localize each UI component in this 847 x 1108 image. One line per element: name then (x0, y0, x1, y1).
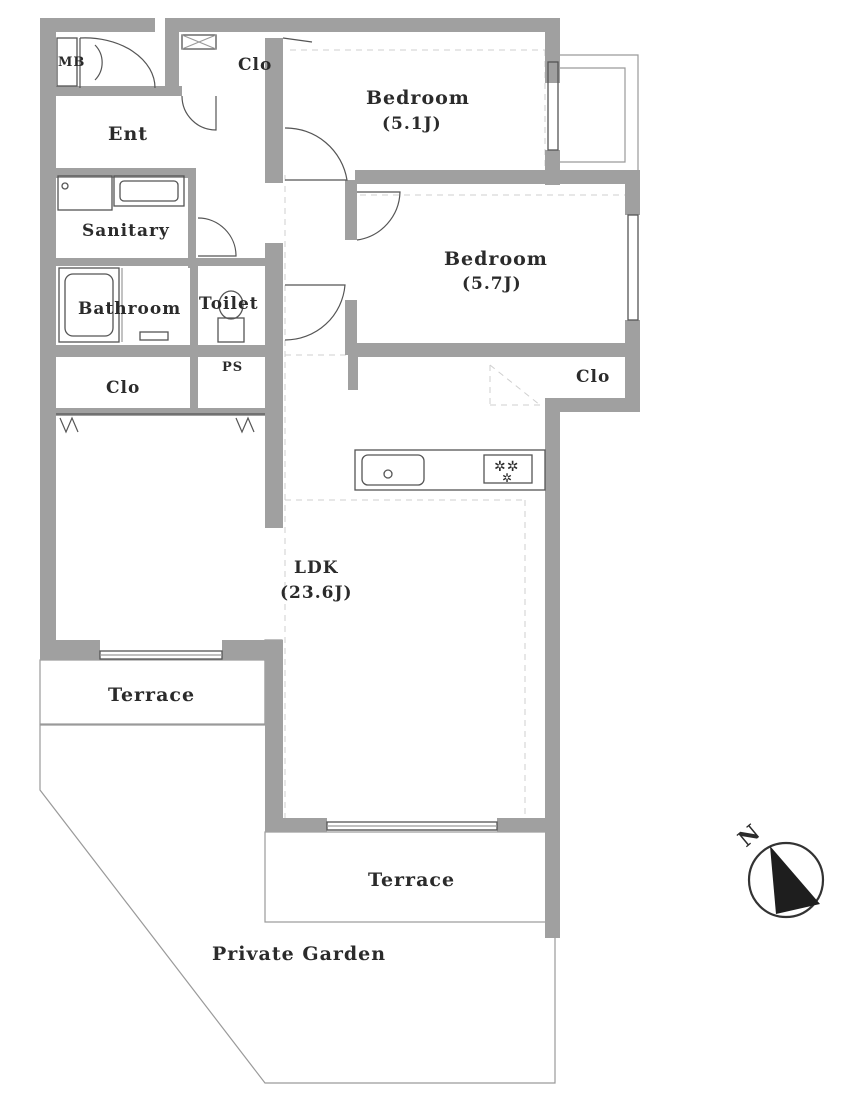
room-label-ldk: LDK (294, 558, 339, 578)
closet-fold-door (59, 416, 79, 434)
room-label-terrace-west: Terrace (108, 684, 195, 706)
north-arrow-icon: N (733, 819, 825, 919)
room-label-ps: PS (222, 360, 243, 375)
room-label-mb: MB (58, 55, 85, 70)
balcony-north-inner (560, 67, 626, 163)
room-label-toilet: Toilet (199, 294, 259, 314)
room-label-bedroom-2: Bedroom (444, 248, 548, 270)
mb-box (56, 37, 78, 87)
room-label-sanitary: Sanitary (82, 221, 170, 241)
walls (40, 18, 640, 938)
entrance-door (79, 37, 156, 89)
room-size-bedroom-2: (5.7J) (462, 274, 522, 294)
room-label-ent: Ent (108, 123, 148, 145)
balcony-north-outline (560, 54, 639, 176)
kitchen-counter: ✲✲ ✲ (354, 449, 546, 491)
closet-box (181, 34, 217, 50)
room-label-clo-east: Clo (576, 367, 610, 387)
room-label-clo-north: Clo (238, 55, 272, 75)
toilet-fixture (217, 290, 245, 343)
sink-vanity (57, 175, 185, 211)
windows (99, 61, 639, 831)
room-label-private-garden: Private Garden (212, 943, 386, 965)
room-label-bathroom: Bathroom (78, 299, 181, 319)
stove-burner-icon: ✲ (502, 471, 513, 485)
compass-north-label: N (733, 819, 766, 852)
room-label-terrace-south: Terrace (368, 869, 455, 891)
interior-doors (181, 37, 401, 341)
bathtub (58, 267, 169, 343)
dashed-guides (284, 49, 625, 830)
room-label-bedroom-1: Bedroom (366, 87, 470, 109)
closet-fold-door (235, 416, 255, 434)
room-label-clo-west: Clo (106, 378, 140, 398)
room-size-bedroom-1: (5.1J) (382, 114, 442, 134)
garden-outline (39, 639, 556, 1084)
stove-burner-icon: ✲✲ (494, 459, 519, 475)
room-size-ldk: (23.6J) (280, 583, 353, 603)
